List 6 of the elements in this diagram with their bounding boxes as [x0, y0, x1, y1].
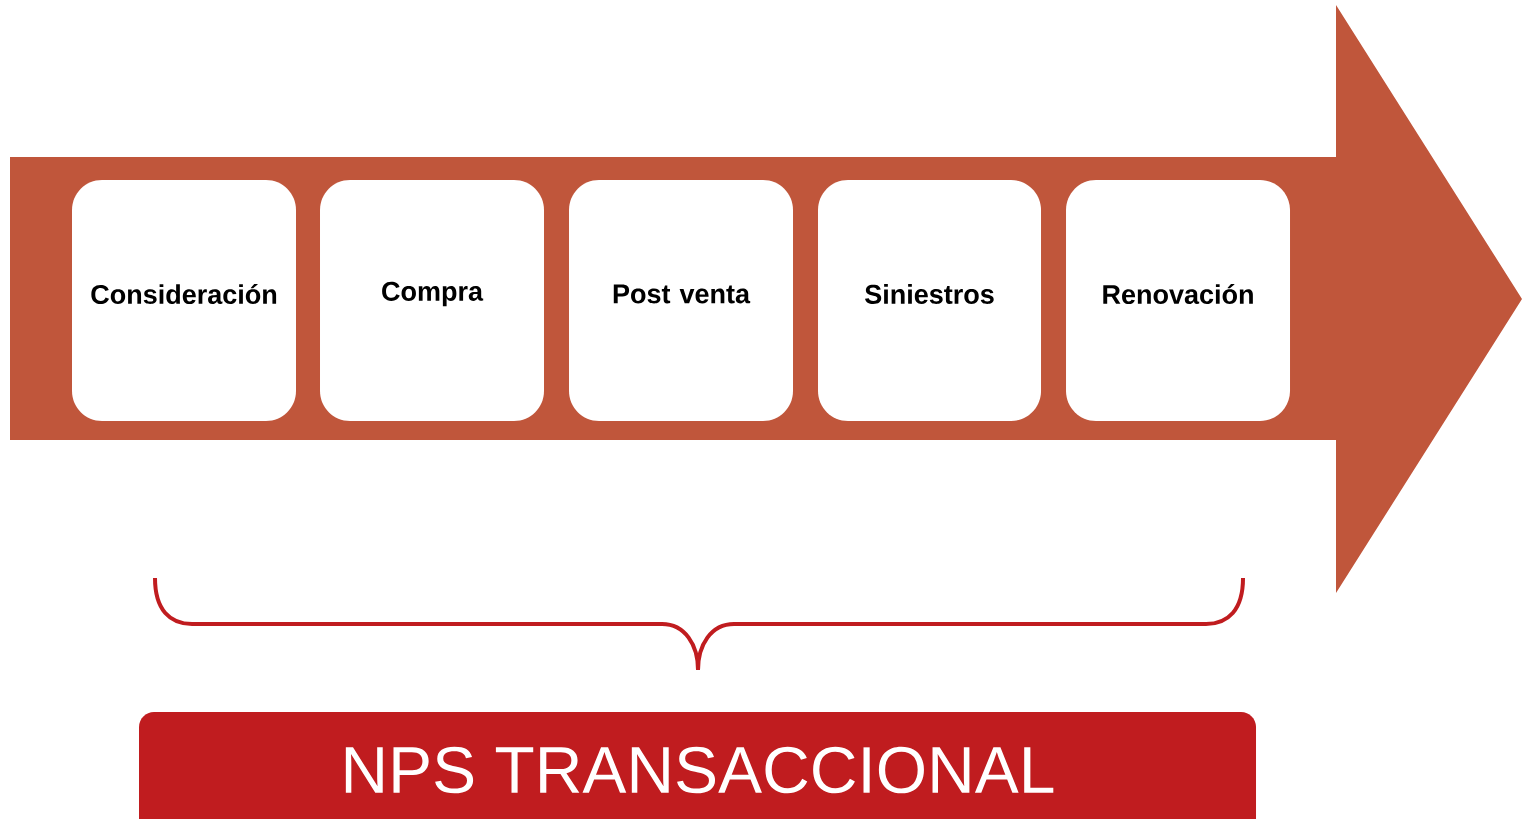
stage-box: Compra: [320, 180, 544, 421]
stage-box: Consideración: [72, 180, 296, 421]
stage-box: Siniestros: [818, 180, 1041, 421]
stage-box: Post venta: [569, 180, 793, 421]
banner-box: NPS TRANSACCIONAL: [139, 712, 1256, 819]
stage-box: Renovación: [1066, 180, 1290, 421]
